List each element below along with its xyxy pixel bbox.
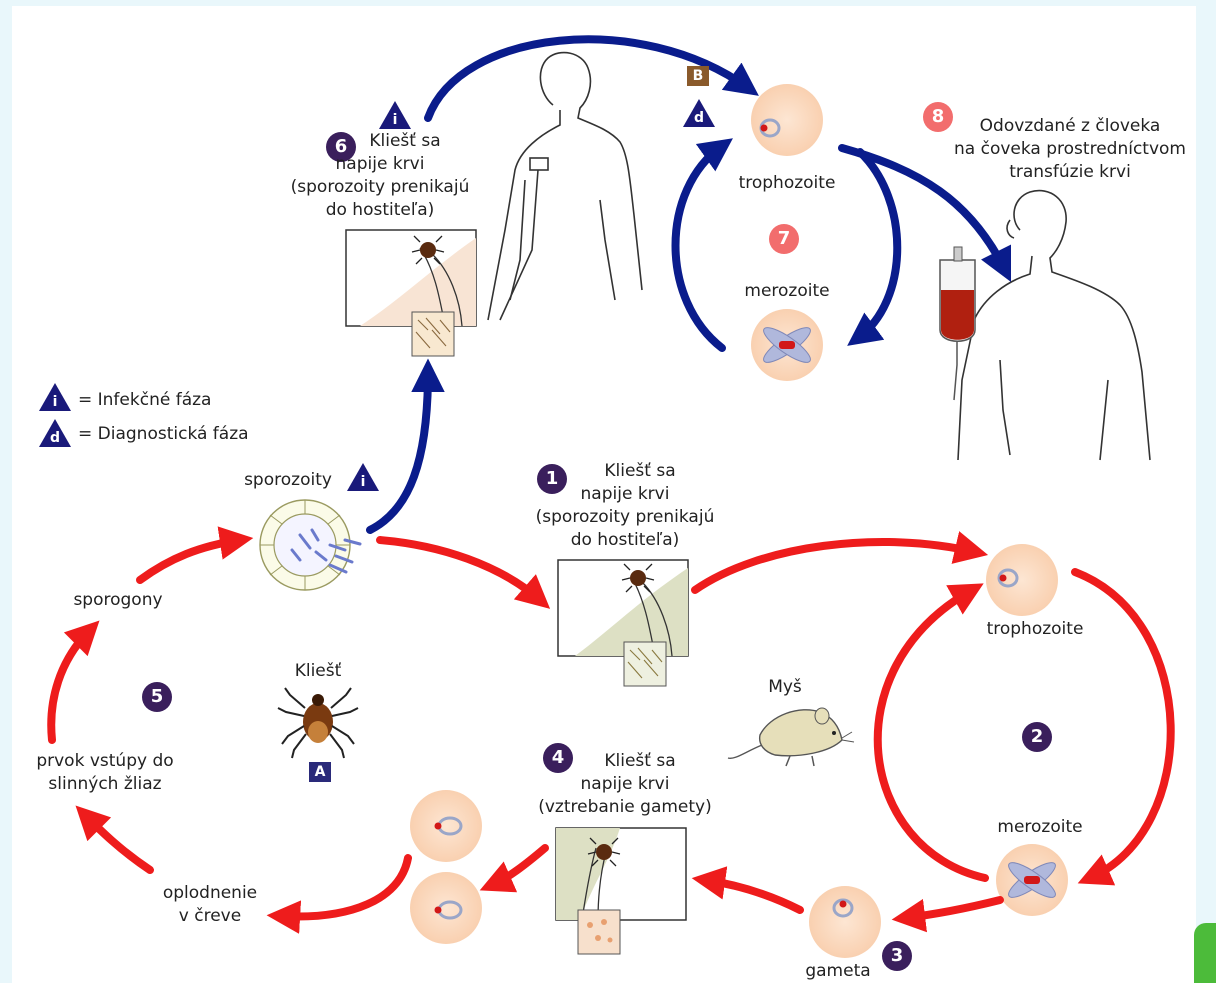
human-trophozoite-cell	[751, 84, 823, 156]
legend-diagnostic-icon: d	[38, 418, 72, 448]
tick-box-a: A	[309, 762, 331, 782]
legend-infective-text: = Infekčné fáza	[78, 389, 211, 412]
legend-infective-icon: i	[38, 382, 72, 412]
human-merozoite-cell	[751, 309, 823, 381]
fertilization-text: oplodnenie v čreve	[140, 882, 280, 928]
corner-green-shape	[1194, 923, 1216, 983]
human-trophozoite-label: trophozoite	[727, 172, 847, 195]
gut-gamete-cell-lower	[410, 872, 482, 944]
step4-text: Kliešť sa napije krvi (vztrebanie gamety…	[515, 750, 735, 819]
sporogony-label: sporogony	[58, 589, 178, 612]
step8-text: Odovzdané z človeka na čoveka prostrední…	[935, 115, 1205, 184]
sporozoity-infective-icon: i	[346, 462, 380, 492]
salivary-text: prvok vstúpy do slinných žliaz	[10, 750, 200, 796]
gut-gamete-cell-upper	[410, 790, 482, 862]
step6-infective-icon: i	[378, 100, 412, 130]
human-source-box-b: B	[687, 66, 709, 86]
gamete-cell	[809, 886, 881, 958]
step1-text: Kliešť sa napije krvi (sporozoity prenik…	[510, 460, 740, 552]
step2-badge: 2	[1022, 722, 1052, 752]
tick-label: Kliešť	[283, 660, 353, 683]
legend-diagnostic-text: = Diagnostická fáza	[78, 423, 249, 446]
step3-badge: 3	[882, 941, 912, 971]
step6-text: Kliešť sa napije krvi (sporozoity prenik…	[270, 130, 490, 222]
mouse-merozoite-label: merozoite	[980, 816, 1100, 839]
human-merozoite-label: merozoite	[727, 280, 847, 303]
step5-badge: 5	[142, 682, 172, 712]
human-diagnostic-icon: d	[682, 98, 716, 128]
mouse-merozoite-cell	[996, 844, 1068, 916]
mouse-trophozoite-cell	[986, 544, 1058, 616]
step7-badge: 7	[769, 224, 799, 254]
gameta-label: gameta	[798, 960, 878, 983]
sporozoity-label: sporozoity	[236, 469, 340, 492]
mouse-label: Myš	[750, 676, 820, 699]
mouse-trophozoite-label: trophozoite	[970, 618, 1100, 641]
